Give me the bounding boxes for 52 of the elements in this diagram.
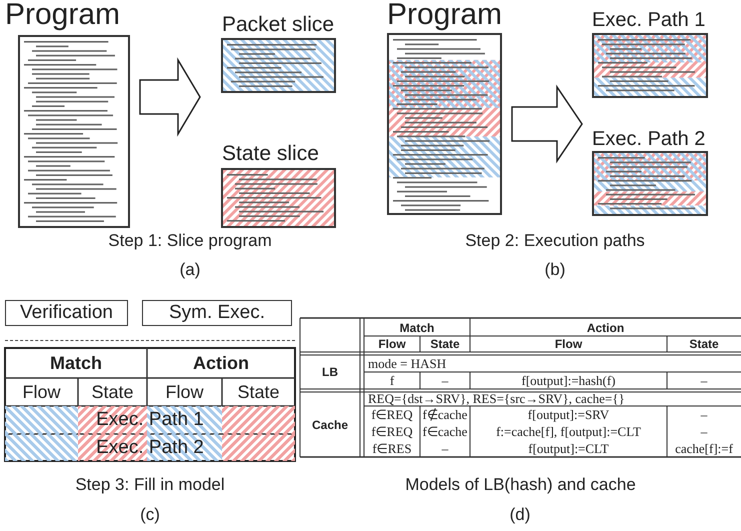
column-header: State [90, 380, 135, 404]
listing-heading: Exec. Path 2 [592, 129, 706, 149]
block-arrow [511, 84, 583, 164]
table-cell-text: f [388, 372, 396, 389]
listing-heading: Exec. Path 1 [592, 10, 706, 30]
table-cell-text: REQ={dst→SRV}, RES={src→SRV}, cache={} [367, 392, 626, 406]
caption-text: (b) [544, 259, 566, 281]
table-cell-text: f∈RES [371, 440, 413, 457]
column-header: Flow [554, 336, 584, 352]
caption-text: Step 2: Execution paths [464, 230, 646, 252]
listing-heading: State slice [222, 143, 319, 164]
table-cell-text: f∈cache [422, 423, 468, 440]
column-header: Flow [21, 380, 62, 404]
table-cell-text: – [440, 440, 450, 457]
caption-text: Step 3: Fill in model [74, 474, 226, 496]
column-header: State [236, 380, 281, 404]
column-header: Match [398, 320, 436, 336]
table-cell-text: mode = HASH [367, 355, 448, 372]
block-arrow [139, 57, 201, 137]
caption-text: Models of LB(hash) and cache [404, 474, 637, 496]
row-header: Cache [310, 416, 350, 434]
table-cell-text: f∈REQ [370, 406, 414, 423]
column-header: State [429, 336, 461, 352]
table-cell-text: f[output]:=hash(f) [520, 372, 616, 389]
listing-heading: Program [5, 0, 120, 30]
table-cell-text: f[output]:=CLT [527, 440, 610, 457]
column-header: Flow [377, 336, 407, 352]
table-cell-text: f:=cache[f], f[output]:=CLT [495, 423, 642, 440]
column-header: State [688, 336, 720, 352]
caption-text: (c) [139, 504, 161, 526]
column-header: Action [192, 352, 250, 374]
table-cell-text: Exec. Path 1 [95, 408, 205, 432]
listing-heading: Program [387, 0, 502, 30]
table-cell-text: – [440, 372, 450, 389]
label-box: Sym. Exec. [142, 300, 292, 326]
column-header: Match [48, 352, 103, 374]
table-cell-text: Exec. Path 2 [95, 436, 205, 460]
column-header: Action [586, 320, 626, 336]
row-header: LB [321, 364, 339, 381]
table-cell-text: f[output]:=SRV [526, 406, 610, 423]
caption-text: (a) [178, 259, 202, 281]
table-cell-text: – [700, 406, 708, 423]
column-header: Flow [164, 380, 204, 404]
table-cell-text: f∉cache [422, 406, 468, 423]
caption-text: (d) [508, 504, 532, 526]
table-cell-text: – [700, 423, 708, 440]
table-cell-text: cache[f]:=f [674, 440, 734, 457]
table-cell-text: f∈REQ [370, 423, 414, 440]
listing-heading: Packet slice [222, 14, 334, 35]
table-cell-text: – [700, 372, 708, 389]
label-box: Verification [5, 300, 128, 326]
caption-text: Step 1: Slice program [107, 230, 273, 252]
